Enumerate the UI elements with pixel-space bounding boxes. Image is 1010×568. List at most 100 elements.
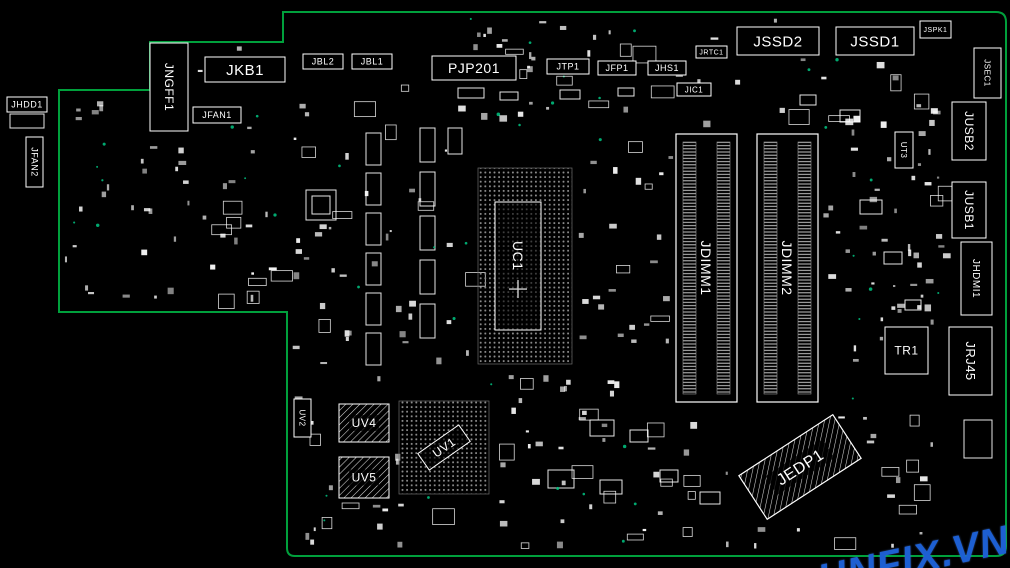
passive-part <box>863 416 867 420</box>
via-dot <box>556 486 560 490</box>
passive-part <box>527 66 533 73</box>
component-jkb1: JKB1 <box>204 56 286 83</box>
passive-part <box>106 184 110 191</box>
passive-part <box>140 158 144 164</box>
passive-part <box>527 65 530 69</box>
passive-part <box>916 104 922 108</box>
passive-part <box>558 446 564 450</box>
via-dot <box>807 68 811 72</box>
via-dot <box>73 221 76 224</box>
component-outline <box>650 85 675 99</box>
component-outline <box>218 293 235 309</box>
passive-part <box>598 304 605 310</box>
via-dot <box>582 492 586 496</box>
passive-part <box>871 282 875 285</box>
via-dot <box>598 138 602 142</box>
passive-part <box>75 116 82 121</box>
component-label-tr1: TR1 <box>894 344 918 358</box>
passive-part <box>683 449 690 456</box>
component-label-jusb2: JUSB2 <box>962 111 976 151</box>
passive-part <box>293 272 300 280</box>
passive-part <box>918 131 926 137</box>
passive-part <box>866 440 875 444</box>
passive-part <box>268 267 277 271</box>
passive-part <box>473 44 478 51</box>
passive-part <box>178 147 184 154</box>
passive-part <box>499 520 508 527</box>
passive-part <box>881 238 888 242</box>
passive-part <box>887 157 892 162</box>
passive-part <box>143 208 151 212</box>
passive-part <box>887 494 895 498</box>
passive-part <box>525 430 529 433</box>
via-dot <box>851 397 854 400</box>
passive-part <box>398 503 404 507</box>
passive-part <box>835 231 841 234</box>
via-dot <box>464 241 468 245</box>
passive-part <box>313 527 316 532</box>
component-jfp1: JFP1 <box>597 60 637 76</box>
component-jrj45: JRJ45 <box>948 326 993 396</box>
passive-part <box>122 294 130 298</box>
passive-part <box>668 156 674 159</box>
passive-part <box>293 137 297 141</box>
via-dot <box>433 246 436 249</box>
passive-part <box>925 278 934 284</box>
passive-part <box>757 527 766 532</box>
passive-part <box>377 376 381 382</box>
passive-part <box>838 416 845 419</box>
passive-part <box>880 317 884 322</box>
passive-part <box>601 423 608 428</box>
via-dot <box>621 539 625 543</box>
passive-part <box>314 232 323 237</box>
passive-part <box>328 485 333 491</box>
passive-part <box>187 200 190 206</box>
passive-part <box>101 191 107 198</box>
component-ut3: UT3 <box>894 131 914 169</box>
passive-part <box>629 324 635 330</box>
passive-part <box>234 237 238 245</box>
passive-part <box>560 519 565 524</box>
passive-part <box>917 163 922 166</box>
passive-part <box>587 50 591 57</box>
component-label-jdimm1: JDIMM1 <box>698 240 714 295</box>
passive-part <box>88 292 95 295</box>
passive-part <box>371 261 378 267</box>
scatter-passives <box>64 17 956 550</box>
passive-part <box>852 358 859 362</box>
passive-part <box>531 56 536 61</box>
component-outline <box>321 516 333 530</box>
passive-part <box>85 285 89 291</box>
via-dot <box>102 142 106 146</box>
passive-part <box>913 252 920 259</box>
passive-part <box>876 61 885 69</box>
component-jhs1: JHS1 <box>647 60 687 76</box>
component-pjp201: PJP201 <box>431 55 517 81</box>
passive-part <box>561 480 566 486</box>
component-jic1: JIC1 <box>676 82 712 97</box>
passive-part <box>650 260 658 264</box>
component-label-jdimm2: JDIMM2 <box>779 240 795 295</box>
component-outline <box>385 124 397 141</box>
via-dot <box>244 177 247 180</box>
passive-part <box>499 500 505 504</box>
via-dot <box>255 114 259 118</box>
component-label-uv5: UV5 <box>352 471 377 485</box>
passive-part <box>828 274 837 279</box>
passive-part <box>653 471 660 478</box>
component-outline <box>788 109 810 125</box>
passive-part <box>602 438 606 442</box>
passive-part <box>446 320 452 325</box>
passive-part <box>477 32 481 37</box>
component-outline <box>898 504 917 515</box>
passive-part <box>609 390 615 397</box>
passive-part <box>725 471 728 475</box>
passive-part <box>936 176 940 179</box>
passive-part <box>891 543 894 548</box>
component-outline <box>499 443 515 461</box>
component-outline <box>417 201 435 211</box>
passive-part <box>880 121 887 128</box>
passive-part <box>142 168 147 174</box>
component-outline <box>505 48 524 55</box>
passive-part <box>910 283 918 287</box>
